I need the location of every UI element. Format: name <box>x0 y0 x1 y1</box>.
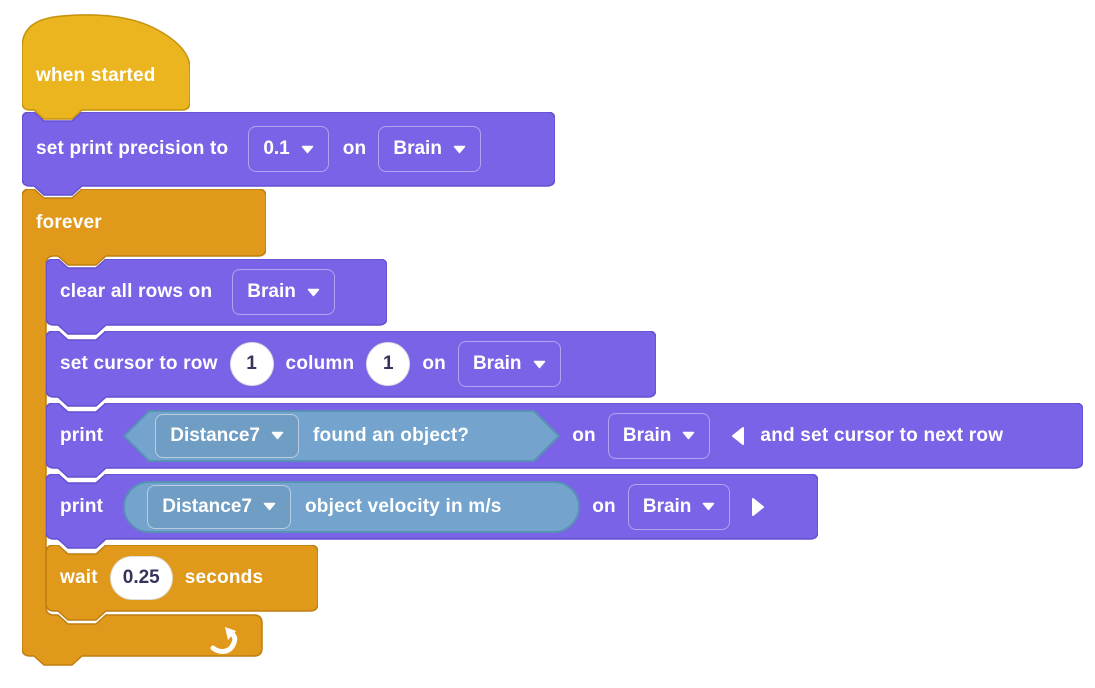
on-label: on <box>572 424 596 446</box>
condition-hex-block[interactable]: Distance7 found an object? <box>123 409 561 462</box>
wait-duration-input[interactable]: 0.25 <box>109 556 173 600</box>
device-dropdown[interactable]: Brain <box>627 483 731 530</box>
print-value-block[interactable]: print Distance7 object velocity in m/s o… <box>46 474 818 549</box>
clear-all-rows-block[interactable]: clear all rows on Brain <box>46 259 387 335</box>
set-cursor-block[interactable]: set cursor to row 1 column 1 on Brain <box>46 331 656 407</box>
print-condition-block[interactable]: print Distance7 found an object? on Brai… <box>46 403 1083 478</box>
wait-label: wait <box>60 567 98 588</box>
hexagon-shape <box>123 409 561 462</box>
device-dropdown[interactable]: Brain <box>607 412 711 459</box>
on-label: on <box>422 353 446 374</box>
expand-right-icon[interactable] <box>750 497 766 517</box>
dropdown-caret-icon <box>683 431 695 440</box>
row-input[interactable]: 1 <box>229 342 274 386</box>
loop-arrow-icon <box>210 627 238 654</box>
seconds-label: seconds <box>184 567 264 588</box>
velocity-reporter-block[interactable]: Distance7 object velocity in m/s <box>123 480 581 533</box>
clear-all-rows-label: clear all rows on <box>60 281 213 302</box>
velocity-label: object velocity in m/s <box>305 495 502 517</box>
print-label: print <box>60 495 104 517</box>
precision-dropdown[interactable]: 0.1 <box>248 126 329 172</box>
print-label: print <box>60 424 104 446</box>
device-value: Brain <box>622 424 672 446</box>
collapse-left-icon[interactable] <box>730 426 746 446</box>
column-label: column <box>285 353 355 374</box>
device-value: Brain <box>393 138 442 159</box>
set-cursor-label: set cursor to row <box>60 353 218 374</box>
when-started-hat-block[interactable]: when started <box>22 14 190 120</box>
device-dropdown[interactable]: Brain <box>232 269 335 315</box>
device-value: Brain <box>472 353 522 374</box>
on-label: on <box>342 138 367 159</box>
condition-label: found an object? <box>313 424 470 446</box>
dropdown-caret-icon <box>271 431 284 440</box>
dropdown-caret-icon <box>453 145 466 153</box>
sensor-value: Distance7 <box>170 424 260 446</box>
device-value: Brain <box>642 495 692 517</box>
when-started-label: when started <box>36 65 156 86</box>
print-condition-suffix-label: and set cursor to next row <box>760 424 1004 446</box>
device-dropdown[interactable]: Brain <box>457 341 561 387</box>
dropdown-caret-icon <box>263 502 276 511</box>
device-dropdown[interactable]: Brain <box>378 126 481 172</box>
column-input[interactable]: 1 <box>366 342 411 386</box>
dropdown-caret-icon <box>307 288 320 296</box>
dropdown-caret-icon <box>301 145 313 153</box>
precision-value: 0.1 <box>263 138 290 159</box>
sensor-dropdown[interactable]: Distance7 <box>155 413 299 458</box>
device-value: Brain <box>247 281 296 302</box>
dropdown-caret-icon <box>703 502 715 511</box>
forever-label: forever <box>36 211 102 233</box>
sensor-value: Distance7 <box>162 495 252 517</box>
wait-block[interactable]: wait 0.25 seconds <box>46 545 318 621</box>
dropdown-caret-icon <box>533 360 545 368</box>
set-print-precision-label: set print precision to <box>36 138 229 159</box>
on-label: on <box>592 495 616 517</box>
set-print-precision-block[interactable]: set print precision to 0.1 on Brain <box>22 112 555 196</box>
sensor-dropdown[interactable]: Distance7 <box>147 484 291 529</box>
